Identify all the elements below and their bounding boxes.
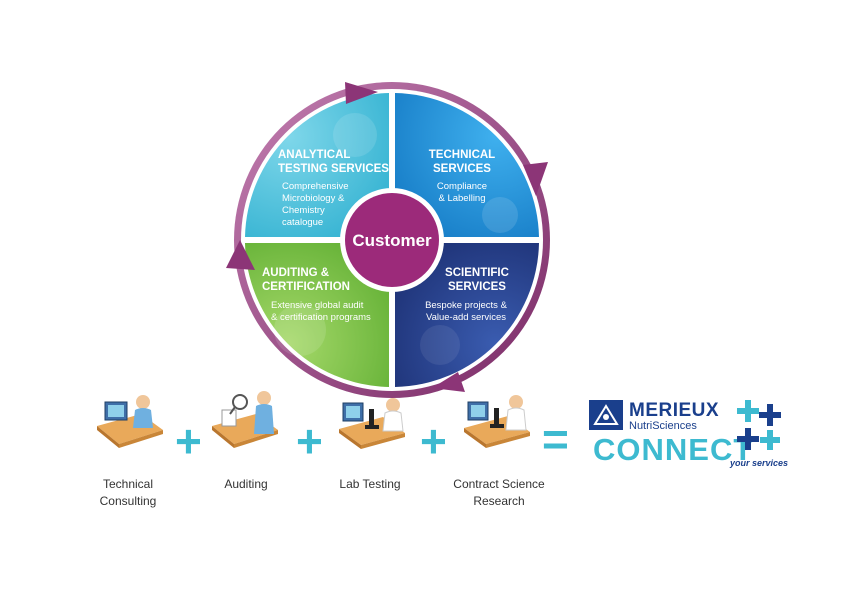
caption-technical-consulting: Technical Consulting bbox=[63, 476, 193, 510]
logo-brand: MERIEUX bbox=[629, 400, 720, 421]
decor-bubble bbox=[420, 325, 460, 365]
scientific-title-line-2: SERVICES bbox=[448, 281, 506, 293]
quadrant-auditing bbox=[245, 243, 389, 387]
analytical-desc-line-1: Comprehensive bbox=[282, 181, 349, 192]
ring-arrow-bottom bbox=[432, 372, 465, 392]
auditing-desc-line-1: Extensive global audit bbox=[271, 300, 364, 311]
equals-operator: = bbox=[542, 413, 569, 465]
auditing-title-line-1: AUDITING & bbox=[262, 267, 329, 279]
logo-tagline: your services bbox=[730, 458, 789, 468]
decor-bubble bbox=[333, 113, 377, 157]
caption-line: Lab Testing bbox=[339, 477, 401, 491]
logo-sub-brand: NutriSciences bbox=[629, 420, 697, 432]
technical-consulting-illustration bbox=[97, 395, 163, 448]
analytical-desc-line-4: catalogue bbox=[282, 217, 323, 228]
decor-bubble bbox=[274, 304, 326, 356]
caption-line: Auditing bbox=[224, 477, 268, 491]
plus-operator-1: + bbox=[175, 415, 202, 467]
quadrant-scientific bbox=[395, 243, 539, 387]
center-circle bbox=[345, 193, 439, 287]
scientific-desc-line-2: Value-add services bbox=[426, 312, 506, 323]
ring-arrow-left bbox=[226, 240, 255, 270]
quadrant-technical bbox=[395, 93, 539, 237]
merieux-connect-logo: MERIEUX NutriSciences CONNECT your servi… bbox=[589, 398, 799, 468]
caption-contract-science-research: Contract Science Research bbox=[434, 476, 564, 510]
auditing-title-line-2: CERTIFICATION bbox=[262, 281, 350, 293]
technical-title-line-2: SERVICES bbox=[433, 163, 491, 175]
scientific-desc-line-1: Bespoke projects & bbox=[425, 300, 508, 311]
decor-bubble bbox=[482, 197, 518, 233]
scientific-title-line-1: SCIENTIFIC bbox=[445, 267, 509, 279]
auditing-desc-line-2: & certification programs bbox=[271, 312, 371, 323]
technical-title-line-1: TECHNICAL bbox=[429, 149, 495, 161]
logo-plus-cluster-icon bbox=[737, 400, 781, 450]
caption-line: Research bbox=[473, 494, 525, 508]
plus-operator-3: + bbox=[420, 415, 447, 467]
quadrant-analytical bbox=[245, 93, 389, 237]
caption-line: Consulting bbox=[99, 494, 157, 508]
technical-desc-line-1: Compliance bbox=[437, 181, 487, 192]
plus-operator-2: + bbox=[296, 415, 323, 467]
caption-lab-testing: Lab Testing bbox=[305, 476, 435, 493]
caption-line: Technical bbox=[102, 477, 154, 491]
analytical-desc-line-2: Microbiology & bbox=[282, 193, 345, 204]
logo-product: CONNECT bbox=[593, 432, 754, 467]
center-label: Customer bbox=[352, 231, 432, 250]
analytical-desc-line-3: Chemistry bbox=[282, 205, 325, 216]
caption-auditing: Auditing bbox=[181, 476, 311, 493]
contract-science-research-illustration bbox=[464, 395, 530, 448]
analytical-title-line-2: TESTING SERVICES bbox=[278, 163, 389, 175]
technical-desc-line-2: & Labelling bbox=[438, 193, 485, 204]
merieux-mark-icon bbox=[589, 400, 623, 430]
lab-testing-illustration bbox=[339, 398, 405, 449]
ring-arrow-right bbox=[523, 162, 548, 196]
auditing-illustration bbox=[212, 391, 278, 448]
ring-arrow-top bbox=[345, 82, 378, 104]
analytical-title-line-1: ANALYTICAL bbox=[278, 149, 350, 161]
caption-line: Contract Science bbox=[453, 477, 545, 491]
